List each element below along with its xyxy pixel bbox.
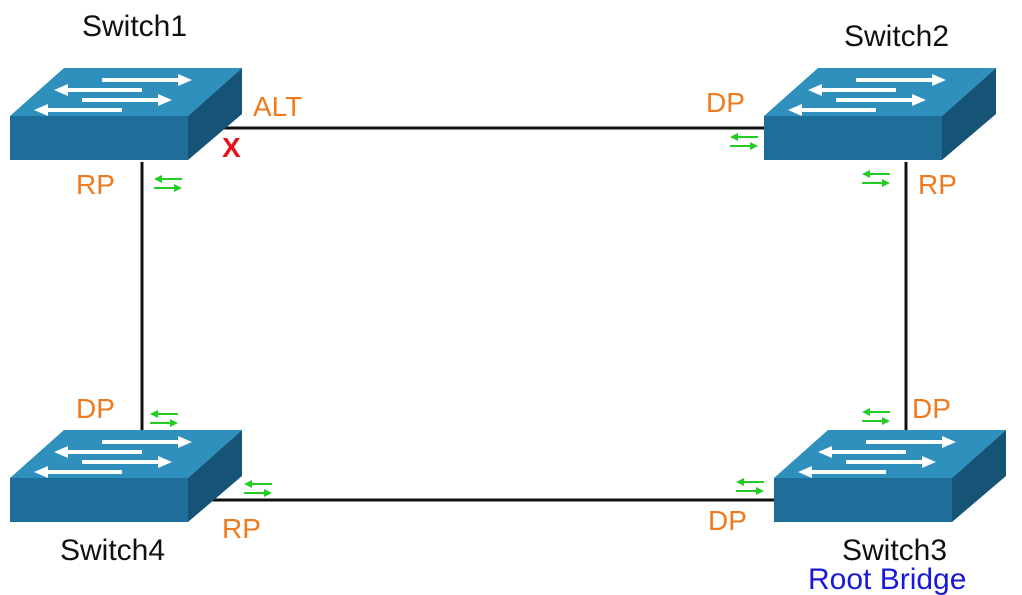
switch4-label: Switch4 xyxy=(60,534,165,567)
traffic-arrows-icon xyxy=(861,407,891,426)
port-label-switch3-dp-top: DP xyxy=(912,393,951,424)
port-label-switch4-dp: DP xyxy=(76,393,115,424)
switch3-icon[interactable] xyxy=(772,428,1008,524)
switch2-icon[interactable] xyxy=(762,66,998,162)
port-label-switch2-dp: DP xyxy=(706,87,745,118)
port-label-switch2-rp: RP xyxy=(918,169,957,200)
traffic-arrows-icon xyxy=(149,409,179,428)
switch1-icon[interactable] xyxy=(8,66,244,162)
switch2-label: Switch2 xyxy=(844,20,949,53)
traffic-arrows-icon xyxy=(735,477,765,496)
blocked-port-icon: X xyxy=(222,132,241,163)
traffic-arrows-icon xyxy=(861,169,891,188)
traffic-arrows-icon xyxy=(243,479,273,498)
links xyxy=(140,126,908,502)
port-label-switch1-alt: ALT xyxy=(253,91,302,122)
traffic-arrows-icon xyxy=(153,174,183,193)
switch4-icon[interactable] xyxy=(8,428,244,524)
switch3-label: Switch3 xyxy=(842,534,947,567)
port-label-switch1-rp: RP xyxy=(76,169,115,200)
port-label-switch3-dp-left: DP xyxy=(708,505,747,536)
root-bridge-label: Root Bridge xyxy=(808,563,966,595)
port-label-switch4-rp: RP xyxy=(222,513,261,544)
traffic-arrows-icon xyxy=(729,132,759,151)
switch1-label: Switch1 xyxy=(82,10,187,43)
